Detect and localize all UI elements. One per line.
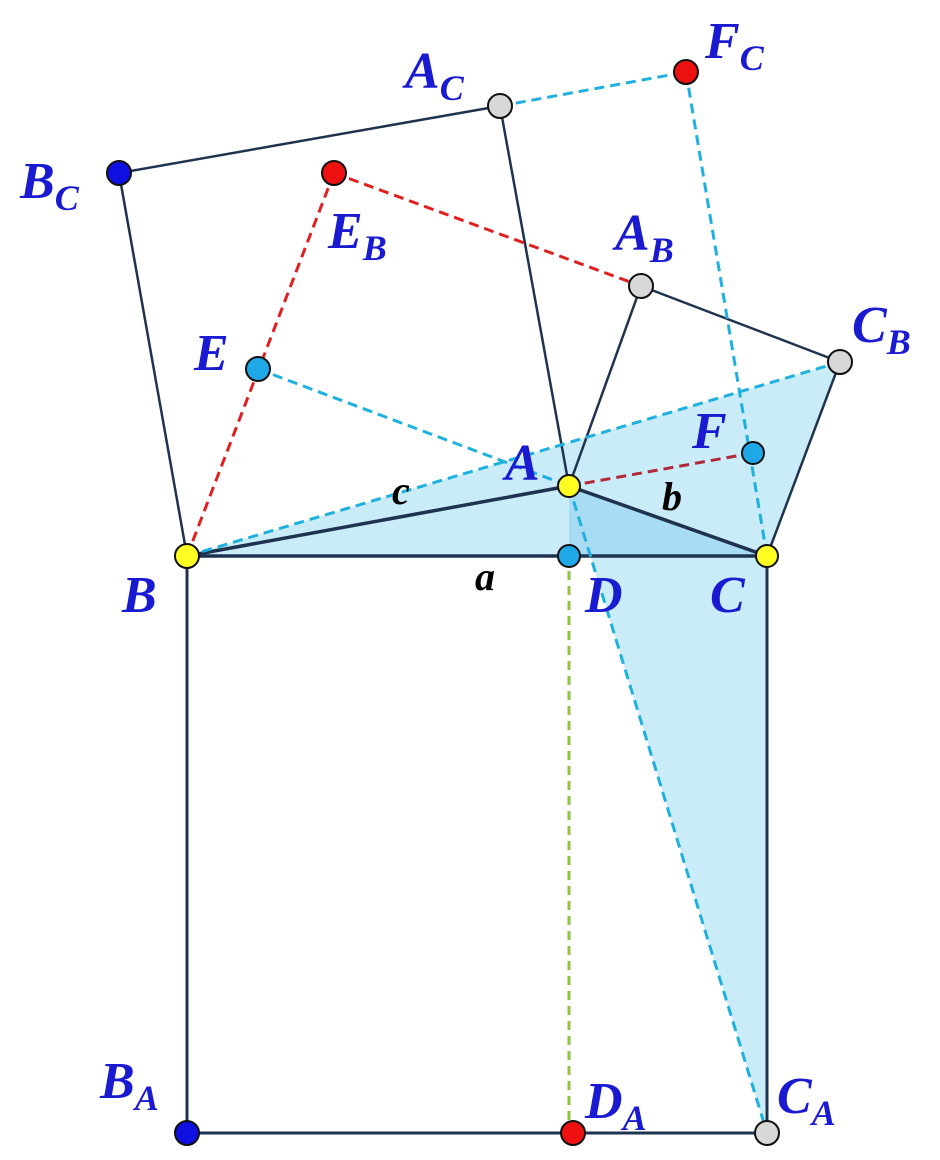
point-C[interactable] [755,544,779,568]
label-side-a: a [475,554,495,599]
dashed-B-CB [186,360,841,558]
label-AB: AB [612,205,674,270]
label-E: E [193,325,229,382]
label-BC: BC [19,153,80,218]
label-B: B [121,567,157,624]
segment-A-C [567,484,769,558]
segment-A-AB [567,284,643,488]
dashed-E-A [257,367,570,488]
segment-BC-AC [117,104,502,175]
label-side-c: c [392,468,410,513]
label-DA: DA [584,1073,647,1138]
points [106,59,853,1146]
segment-AB-CB [639,284,842,364]
segment-B-A [185,484,571,558]
point-CA[interactable] [754,1120,780,1146]
point-AB[interactable] [628,273,654,299]
segment-B-BC [117,171,189,558]
label-BA: BA [99,1053,159,1118]
segment-CB-C [765,360,842,558]
label-A: A [502,435,540,492]
dashed-AC-FC [499,70,687,108]
label-CB: CB [852,297,911,362]
label-EB: EB [327,203,387,268]
point-labels: A B C D E F AC BC FC EB AB [19,13,911,1138]
red-dashed-lines [185,171,642,557]
label-side-b: b [662,474,682,519]
point-A[interactable] [557,474,581,498]
point-E[interactable] [245,356,271,382]
point-F[interactable] [741,441,765,465]
point-B[interactable] [174,543,200,569]
dashed-B-EB [185,172,336,557]
label-F: F [691,403,727,460]
point-EB[interactable] [321,160,347,186]
side-labels: a b c [392,468,682,599]
label-D: D [584,567,623,624]
point-BC[interactable] [106,160,132,186]
label-AC: AC [402,43,465,108]
dashed-FC-C [684,71,769,557]
label-FC: FC [704,13,765,78]
point-BA[interactable] [174,1120,200,1146]
point-FC[interactable] [673,59,699,85]
point-DA[interactable] [560,1120,586,1146]
dashed-EB-AB [333,171,642,288]
dashed-A-CA [567,485,769,1134]
point-CB[interactable] [827,349,853,375]
label-CA: CA [777,1068,836,1133]
segment-AC-A [498,104,571,488]
label-C: C [710,567,746,624]
point-D[interactable] [557,544,581,568]
solid-lines [117,104,842,1135]
point-AC[interactable] [487,93,513,119]
cyan-dashed-lines [186,70,841,1134]
